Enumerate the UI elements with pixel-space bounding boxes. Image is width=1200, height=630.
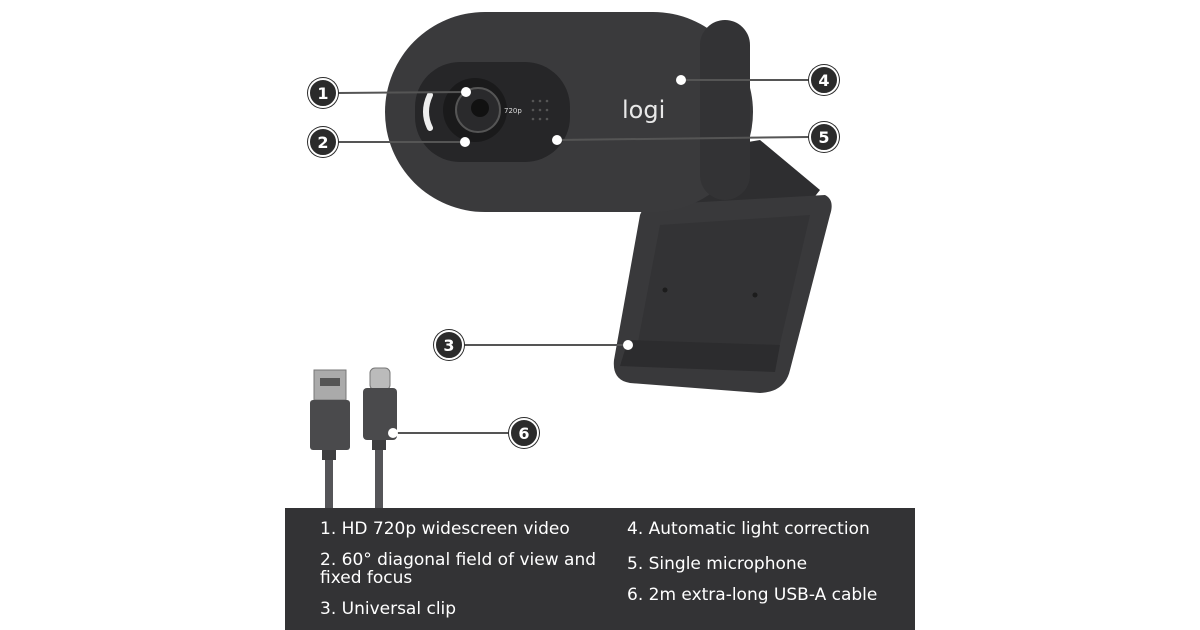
feature-item: 3. Universal clip	[320, 599, 457, 619]
callout-5: 5	[809, 122, 839, 152]
leader-lines	[337, 79, 810, 434]
leader-dots	[388, 75, 686, 438]
callout-6: 6	[509, 418, 539, 448]
usb-a-cable	[310, 369, 350, 508]
feature-item: 2. 60° diagonal field of view and fixed …	[320, 550, 597, 588]
callout-2: 2	[308, 127, 338, 157]
callout-1: 1	[308, 78, 338, 108]
callout-4: 4	[809, 65, 839, 95]
usb-c-connector	[363, 367, 397, 508]
resolution-mark: 720p	[504, 107, 522, 115]
brand-logo: logi	[622, 96, 666, 124]
microphone-grille	[531, 99, 549, 121]
feature-item: 1. HD 720p widescreen video	[320, 519, 570, 539]
feature-item: 4. Automatic light correction	[627, 519, 870, 539]
feature-item: 6. 2m extra-long USB-A cable	[627, 585, 878, 605]
feature-list: 1. HD 720p widescreen video 2. 60° diago…	[285, 508, 915, 630]
callout-3: 3	[434, 330, 464, 360]
feature-item: 5. Single microphone	[627, 554, 808, 574]
